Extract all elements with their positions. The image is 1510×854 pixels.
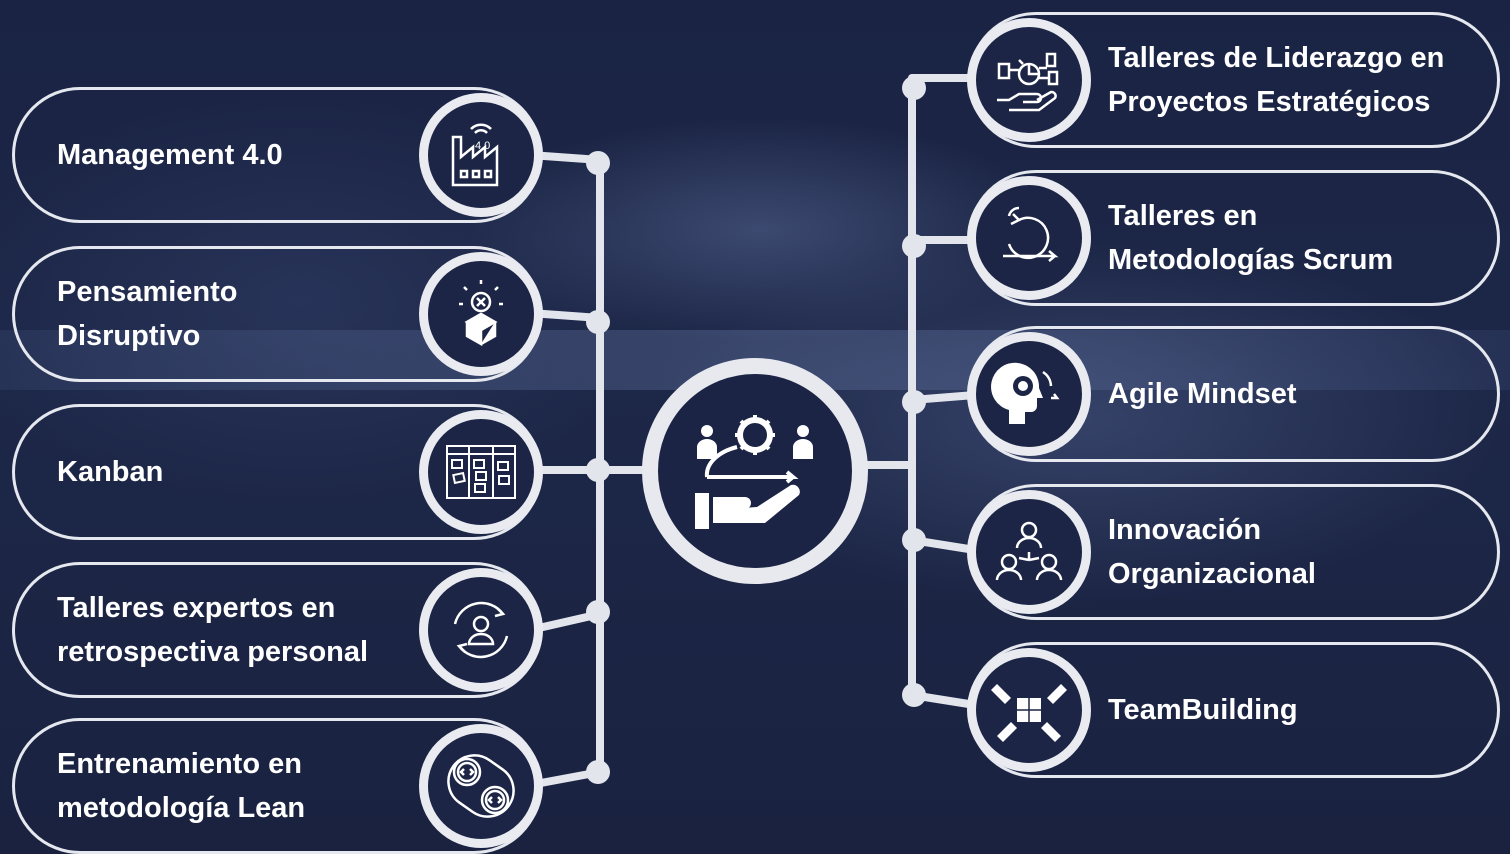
item-teambuilding: TeamBuilding — [967, 642, 1500, 778]
org-chart-people-icon — [967, 490, 1091, 614]
item-talleres-scrum: Talleres en Metodologías Scrum — [967, 170, 1500, 306]
svg-text:4.0: 4.0 — [475, 140, 490, 152]
item-pensamiento-disruptivo: Pensamiento Disruptivo — [12, 246, 543, 382]
item-kanban: Kanban — [12, 404, 543, 540]
item-label: Pensamiento Disruptivo — [57, 276, 238, 352]
item-label: Talleres en Metodologías Scrum — [1108, 200, 1394, 276]
center-hub — [642, 358, 868, 584]
scrum-cycle-icon — [967, 176, 1091, 300]
strategy-hand-icon — [967, 18, 1091, 142]
item-agile-mindset: Agile Mindset — [967, 326, 1500, 462]
item-talleres-retrospectiva: Talleres expertos en retrospectiva perso… — [12, 562, 543, 698]
item-label: Management 4.0 — [57, 139, 283, 171]
item-label: Talleres de Liderazgo en Proyectos Estra… — [1108, 42, 1445, 118]
item-innovacion-organizacional: Innovación Organizacional — [967, 484, 1500, 620]
item-entrenamiento-lean: Entrenamiento en metodología Lean — [12, 718, 543, 854]
person-cycle-icon — [419, 568, 543, 692]
puzzle-hands-icon — [967, 648, 1091, 772]
item-label: TeamBuilding — [1108, 694, 1298, 726]
item-management-4-0: Management 4.0 4.0 — [12, 87, 543, 223]
kanban-board-icon — [419, 410, 543, 534]
item-label: Innovación Organizacional — [1108, 514, 1316, 590]
code-gears-icon — [419, 724, 543, 848]
item-label: Kanban — [57, 456, 164, 488]
item-label: Entrenamiento en metodología Lean — [57, 748, 306, 824]
lightbulb-box-icon — [419, 252, 543, 376]
head-gear-icon — [967, 332, 1091, 456]
item-label: Talleres expertos en retrospectiva perso… — [57, 592, 369, 668]
item-talleres-liderazgo: Talleres de Liderazgo en Proyectos Estra… — [967, 12, 1500, 148]
smart-factory-4-0-icon: 4.0 — [419, 93, 543, 217]
item-label: Agile Mindset — [1108, 378, 1297, 410]
team-process-hand-icon — [695, 415, 813, 529]
